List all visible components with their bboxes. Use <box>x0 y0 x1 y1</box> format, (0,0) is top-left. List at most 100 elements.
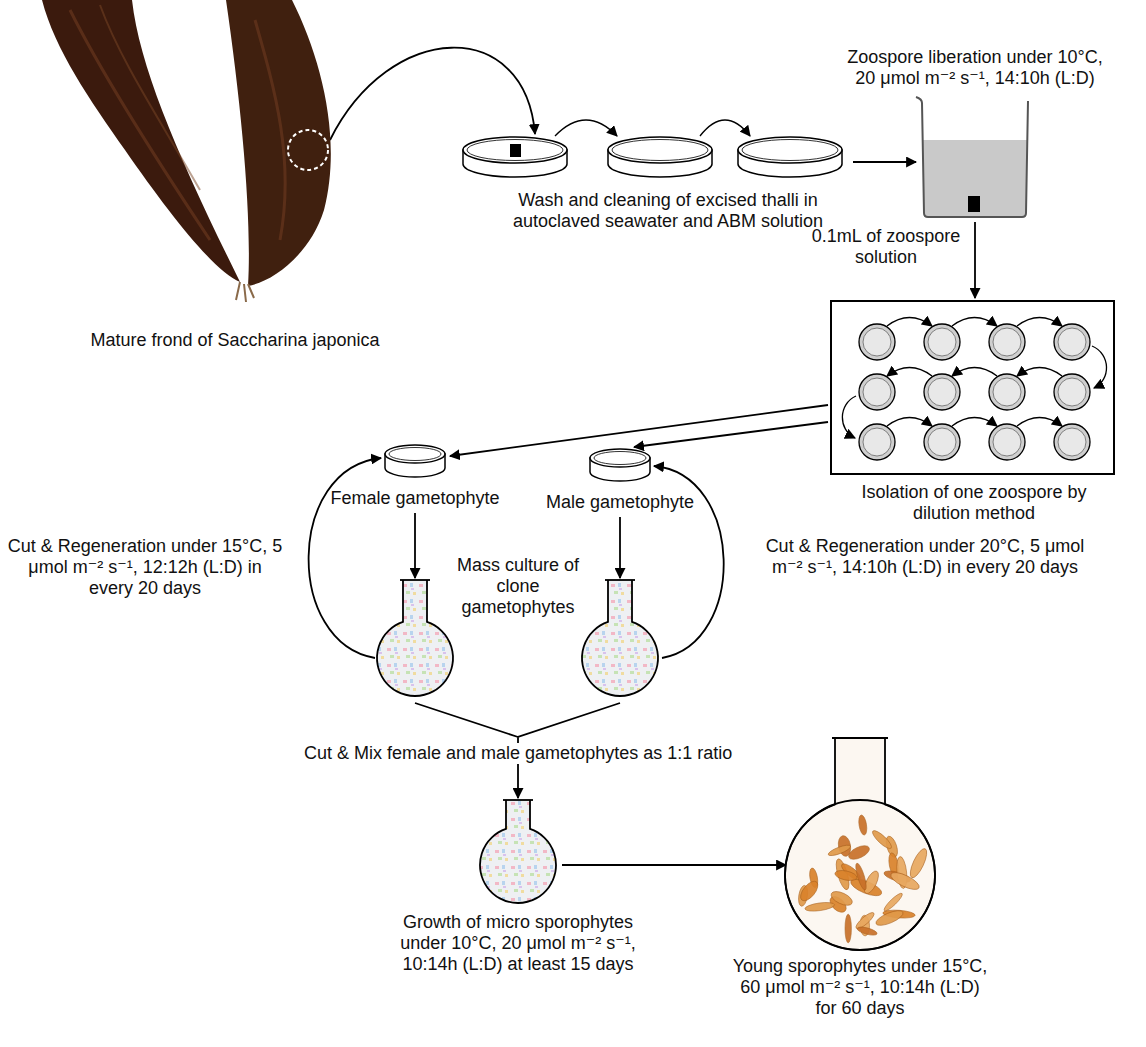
flask-lip <box>832 737 888 739</box>
frond-photo: Mature frond of Saccharina japonica <box>40 0 340 310</box>
flask-outline <box>785 800 935 950</box>
culture-well-inner <box>993 328 1021 356</box>
culture-well-inner <box>928 328 956 356</box>
node-caption: Isolation of one zoospore by dilution me… <box>844 482 1104 524</box>
transfer-arrow <box>952 368 997 377</box>
transfer-arrow <box>1092 346 1107 388</box>
young-blade <box>870 828 893 851</box>
dish-inner-rim <box>389 448 441 461</box>
transfer-arrow <box>1017 418 1062 427</box>
thallus-piece <box>968 196 980 212</box>
node-caption: Male gametophyte <box>520 492 720 513</box>
transfer-arrow <box>700 120 750 136</box>
culture-well <box>924 324 960 360</box>
transfer-arrow <box>952 418 997 427</box>
flask-outline <box>480 800 556 903</box>
flow-arrow <box>619 517 621 578</box>
flow-arrow <box>853 161 916 163</box>
transfer-arrow <box>887 418 932 427</box>
young-blade <box>874 908 905 929</box>
frond-sheen <box>70 10 210 240</box>
dish-rim <box>738 137 842 163</box>
culture-well-inner <box>1058 378 1086 406</box>
culture-well <box>1054 424 1090 460</box>
culture-well-inner <box>1058 428 1086 456</box>
culture-well-inner <box>993 378 1021 406</box>
culture-well-inner <box>928 378 956 406</box>
flow-arrow <box>414 513 416 578</box>
young-blade <box>907 847 930 880</box>
frond-sheen <box>100 5 200 190</box>
transfer-arrow <box>1017 368 1062 377</box>
frond-photo-art <box>40 0 340 310</box>
culture-well-inner <box>863 378 891 406</box>
dish-rim <box>385 445 445 463</box>
young-blade <box>829 889 854 908</box>
node-caption: Female gametophyte <box>315 488 515 509</box>
culture-well-inner <box>863 328 891 356</box>
flow-arrow <box>974 222 976 298</box>
beaker-outline <box>916 97 1028 217</box>
female-dish-art <box>383 444 447 480</box>
culture-well <box>924 424 960 460</box>
young-blade <box>845 914 851 943</box>
micro-sporophyte-flask: Growth of micro sporophytes under 10°C, … <box>478 800 558 905</box>
flask-outline <box>785 738 935 950</box>
edge-label: Cut & Regeneration under 15°C, 5 μmol m⁻… <box>4 536 286 599</box>
frond-sheen <box>255 20 285 240</box>
dilution-panel-art <box>832 302 1117 477</box>
node-caption: Young sporophytes under 15°C, 60 μmol m⁻… <box>730 956 990 1019</box>
dish-inner-rim <box>594 452 646 465</box>
node-caption: Zoospore liberation under 10°C, 20 μmol … <box>845 47 1105 89</box>
node-caption: Growth of micro sporophytes under 10°C, … <box>383 912 653 975</box>
flask-lip <box>400 579 430 581</box>
culture-well <box>989 374 1025 410</box>
wash-dishes-art <box>455 130 850 180</box>
dish-inner-rim <box>612 140 708 161</box>
flow-arrow <box>330 48 535 140</box>
culture-well <box>924 374 960 410</box>
culture-well <box>859 374 895 410</box>
flask-lip <box>605 579 635 581</box>
female-dish: Female gametophyte <box>383 444 447 480</box>
dish-rim <box>590 449 650 467</box>
frond-blade <box>226 0 331 286</box>
male-dish-art <box>588 448 652 484</box>
beaker-art <box>910 95 1040 220</box>
culture-well <box>989 424 1025 460</box>
mass-culture-flasks: Mass culture of clone gametophytes <box>370 550 666 702</box>
transfer-arrow <box>952 318 997 327</box>
flask-outline <box>377 580 453 696</box>
transfer-arrow <box>887 318 932 327</box>
transfer-arrow <box>842 396 856 438</box>
young-blade <box>882 891 904 912</box>
holdfast <box>236 282 254 302</box>
flow-arrow <box>562 864 786 866</box>
culture-well <box>989 324 1025 360</box>
young-sporophyte-flask: Young sporophytes under 15°C, 60 μmol m⁻… <box>783 738 938 953</box>
dish-rim <box>463 137 567 163</box>
dish-inner-rim <box>742 140 838 161</box>
edge-label: Cut & Regeneration under 20°C, 5 μmol m⁻… <box>760 536 1090 578</box>
frond-blade <box>42 0 240 282</box>
culture-well-inner <box>863 428 891 456</box>
young-blade <box>827 843 852 858</box>
culture-well <box>859 324 895 360</box>
wash-dishes: Wash and cleaning of excised thalli in a… <box>455 130 850 180</box>
young-blade <box>858 814 868 835</box>
young-blade <box>856 925 878 936</box>
young-sporophyte-flask-art <box>783 738 938 953</box>
flow-arrow <box>634 422 828 447</box>
edge-label: 0.1mL of zoospore solution <box>810 226 962 268</box>
transfer-arrow <box>1017 318 1062 327</box>
transfer-arrow <box>555 120 617 136</box>
beaker: Zoospore liberation under 10°C, 20 μmol … <box>910 95 1040 220</box>
dish-inner-rim <box>467 140 563 161</box>
culture-well <box>859 424 895 460</box>
dilution-panel: Isolation of one zoospore by dilution me… <box>830 300 1115 475</box>
culture-well-inner <box>1058 328 1086 356</box>
transfer-arrow <box>887 368 932 377</box>
culture-well-inner <box>993 428 1021 456</box>
culture-well <box>1054 374 1090 410</box>
